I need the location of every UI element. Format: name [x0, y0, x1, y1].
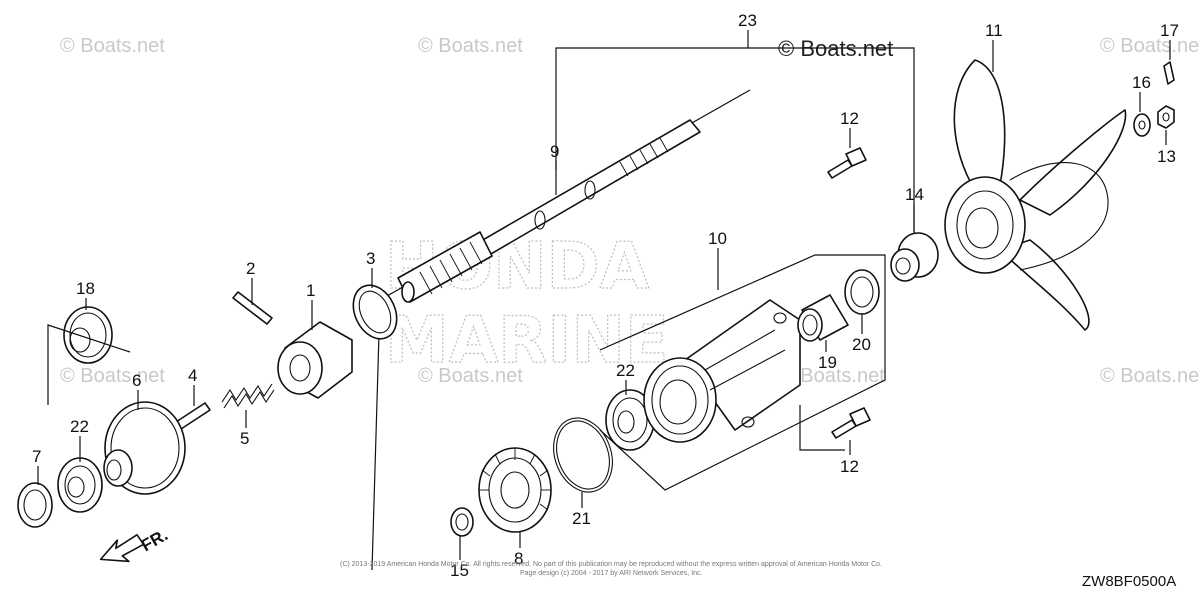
clutch-dog[interactable]	[277, 321, 353, 399]
watermark-top-mid: © Boats.net	[418, 35, 523, 57]
thrust-washer-15[interactable]	[450, 507, 474, 537]
callout-14: 14	[905, 185, 924, 204]
callout-11: 11	[985, 21, 1003, 40]
callout-18: 18	[76, 279, 95, 298]
bracket-18	[47, 324, 131, 405]
callout-7: 7	[32, 447, 41, 466]
callout-21: 21	[572, 509, 591, 528]
group-outline-10	[599, 254, 886, 491]
oil-seal-7[interactable]	[17, 482, 53, 528]
ball-bearing-22-left[interactable]	[57, 457, 103, 513]
castle-nut-13[interactable]	[1157, 105, 1175, 129]
callout-12-top: 12	[840, 109, 859, 128]
shift-pin[interactable]	[232, 291, 273, 325]
callout-20: 20	[852, 335, 871, 354]
callout-15: 15	[450, 561, 469, 580]
propeller[interactable]	[944, 59, 1127, 331]
cotter-pin-17[interactable]	[1163, 61, 1175, 85]
callout-17: 17	[1160, 21, 1179, 40]
washer-16[interactable]	[1133, 113, 1151, 137]
callout-22-right: 22	[616, 361, 635, 380]
callout-5: 5	[240, 429, 249, 448]
callout-4: 4	[188, 366, 197, 385]
bearing-holder[interactable]	[643, 299, 801, 443]
callout-12-bottom: 12	[840, 457, 859, 476]
group-outline-12b	[799, 405, 845, 451]
clutch-spring[interactable]	[221, 383, 275, 409]
callout-19: 19	[818, 353, 837, 372]
o-ring-21[interactable]	[544, 410, 623, 501]
propeller-shaft[interactable]	[397, 119, 701, 303]
ball-bearing-18[interactable]	[63, 306, 113, 364]
thrust-ring[interactable]	[345, 278, 405, 346]
thrust-washer-14[interactable]	[890, 232, 939, 282]
diagram-code: ZW8BF0500A	[1082, 573, 1176, 590]
callout-16: 16	[1132, 73, 1151, 92]
callout-1: 1	[306, 281, 315, 300]
flange-bolt-12-top[interactable]	[827, 147, 867, 179]
reverse-gear[interactable]	[103, 401, 186, 495]
callout-22-left: 22	[70, 417, 89, 436]
callout-2: 2	[246, 259, 255, 278]
watermark-top-left: © Boats.net	[60, 35, 165, 57]
watermark-mid-left: © Boats.net	[60, 365, 165, 387]
direction-label: FR.	[138, 525, 171, 555]
watermark-mid-center: © Boats.net	[418, 365, 523, 387]
copyright-line-2: Page design (c) 2004 - 2017 by ARI Netwo…	[520, 570, 703, 577]
watermark-far-right: © Boats.net	[1100, 365, 1200, 387]
callout-23: 23	[738, 11, 757, 30]
bracket-23	[555, 47, 915, 245]
flange-bolt-12-bottom[interactable]	[831, 407, 871, 439]
callout-8: 8	[514, 549, 523, 568]
callout-13: 13	[1157, 147, 1176, 166]
forward-direction-arrow: FR.	[99, 525, 171, 563]
oil-seal-20[interactable]	[844, 269, 880, 315]
watermark-top-far-right: © Boats.net	[1100, 35, 1200, 57]
callout-9: 9	[550, 142, 559, 161]
callout-10: 10	[708, 229, 727, 248]
forward-bevel-gear[interactable]	[478, 447, 552, 533]
callout-3: 3	[366, 249, 375, 268]
needle-bearing-19[interactable]	[797, 294, 849, 342]
watermark-mid-right: © Boats.net	[780, 365, 885, 387]
cross-pin[interactable]	[175, 402, 211, 430]
copyright-line-1: (C) 2013-2019 American Honda Motor Co. A…	[340, 561, 882, 568]
callout-6: 6	[132, 371, 141, 390]
ball-bearing-22-right[interactable]	[605, 389, 655, 451]
